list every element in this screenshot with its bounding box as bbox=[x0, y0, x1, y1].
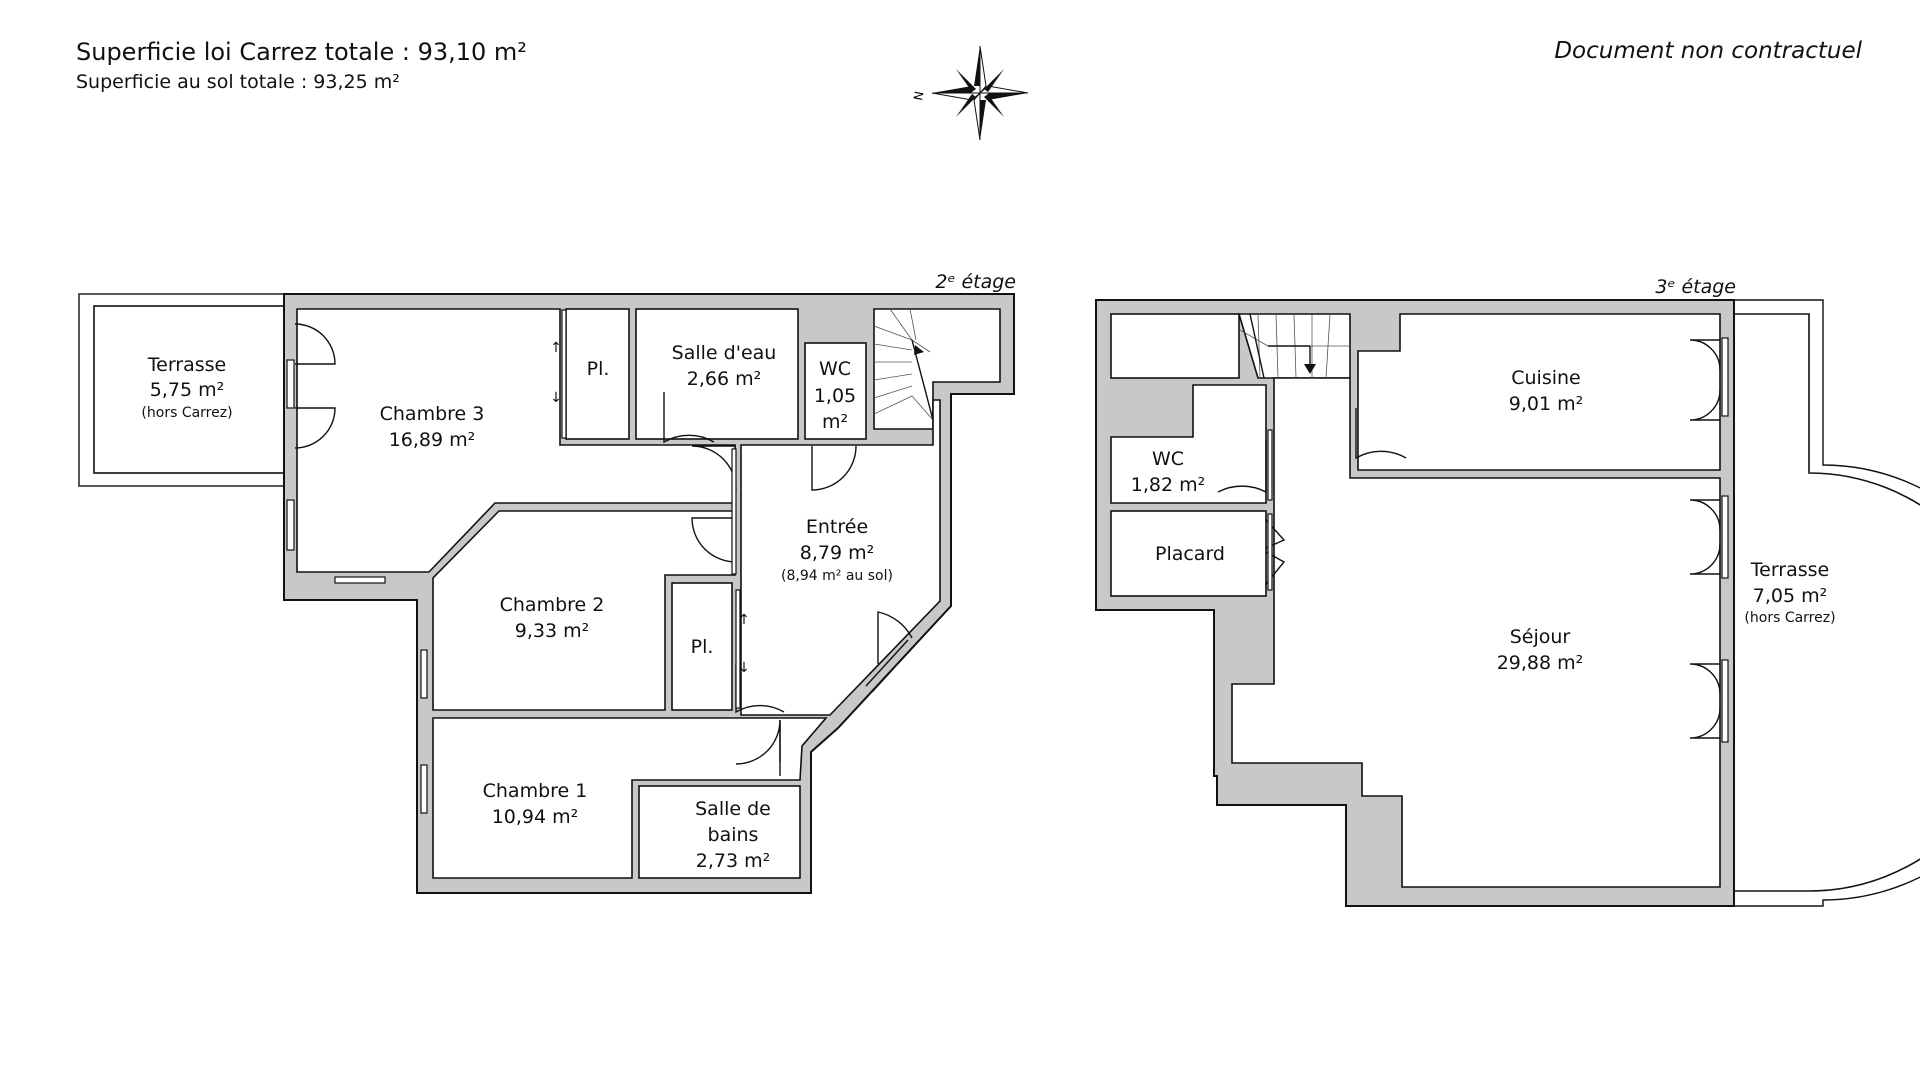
wc-2-name: WC bbox=[819, 358, 851, 380]
chambre-2-name: Chambre 2 bbox=[500, 594, 605, 616]
compass-rose-icon: N bbox=[911, 45, 1029, 141]
sejour-name: Séjour bbox=[1510, 626, 1571, 648]
arrow-icon: ↓ bbox=[550, 390, 562, 406]
compass-north-label: N bbox=[911, 90, 926, 101]
floor-2-label: 2ᵉ étage bbox=[935, 271, 1016, 293]
terrace-3-room bbox=[1733, 313, 1920, 892]
stair-landing-room bbox=[1110, 313, 1240, 379]
arrow-icon: ↓ bbox=[738, 660, 750, 676]
salle-eau-name: Salle d'eau bbox=[672, 342, 777, 364]
wc-3-room bbox=[1110, 384, 1267, 504]
salle-eau-area: 2,66 m² bbox=[687, 368, 761, 390]
arrow-icon: ↑ bbox=[738, 612, 750, 628]
salle-eau-room bbox=[635, 308, 799, 440]
terrace-2-room bbox=[93, 305, 285, 474]
chambre-3-area: 16,89 m² bbox=[389, 429, 476, 451]
total-carrez-area: Superficie loi Carrez totale : 93,10 m² bbox=[76, 38, 527, 66]
chambre-1-name: Chambre 1 bbox=[483, 780, 588, 802]
floor-3-label: 3ᵉ étage bbox=[1655, 276, 1736, 298]
chambre-2-area: 9,33 m² bbox=[515, 620, 589, 642]
placard-3-room bbox=[1110, 510, 1267, 597]
placard-2b-room bbox=[671, 582, 733, 711]
terrace-2-area: 5,75 m² bbox=[150, 379, 224, 401]
terrace-2-name: Terrasse bbox=[147, 354, 227, 376]
placard-3-name: Placard bbox=[1155, 543, 1225, 565]
windows-floor-3 bbox=[1267, 337, 1729, 743]
staircase-icon bbox=[1239, 313, 1350, 379]
chambre-1-room bbox=[432, 717, 828, 879]
floor-3-plan: 3ᵉ étage Cuisine 9,01 m² WC 1,82 m² Plac… bbox=[1095, 276, 1920, 907]
disclaimer-text: Document non contractuel bbox=[1554, 38, 1862, 64]
entree-name: Entrée bbox=[806, 516, 868, 538]
salle-bains-name-line1: Salle de bbox=[695, 798, 771, 820]
placard-2b-name: Pl. bbox=[691, 636, 714, 658]
arrow-icon: ↑ bbox=[550, 340, 562, 356]
sejour-room bbox=[1231, 377, 1721, 888]
wc-3-name: WC bbox=[1152, 448, 1184, 470]
terrace-2-note: (hors Carrez) bbox=[141, 405, 232, 421]
entree-room bbox=[740, 399, 941, 716]
terrace-3-note: (hors Carrez) bbox=[1744, 610, 1835, 626]
cuisine-name: Cuisine bbox=[1511, 367, 1581, 389]
terrace-3-area: 7,05 m² bbox=[1753, 585, 1827, 607]
cuisine-area: 9,01 m² bbox=[1509, 393, 1583, 415]
placard-2a-name: Pl. bbox=[587, 358, 610, 380]
salle-bains-room bbox=[638, 785, 801, 879]
windows-floor-2 bbox=[286, 309, 915, 814]
floor-2-plan: ↑ ↓ ↑ ↓ 2ᵉ étage Terrasse 5,75 m² (hors … bbox=[78, 271, 1016, 894]
salle-bains-area: 2,73 m² bbox=[696, 850, 770, 872]
terrace-3-name: Terrasse bbox=[1750, 559, 1830, 581]
wc-2-room bbox=[804, 342, 867, 440]
cuisine-room bbox=[1357, 313, 1721, 471]
chambre-1-area: 10,94 m² bbox=[492, 806, 579, 828]
door-swings-floor-3 bbox=[1217, 339, 1721, 739]
wc-2-area-line1: 1,05 bbox=[814, 385, 856, 407]
wc-3-area: 1,82 m² bbox=[1131, 474, 1205, 496]
sejour-area: 29,88 m² bbox=[1497, 652, 1584, 674]
chambre-3-name: Chambre 3 bbox=[380, 403, 485, 425]
staircase-icon bbox=[873, 308, 934, 421]
entree-note: (8,94 m² au sol) bbox=[781, 568, 893, 584]
entree-area: 8,79 m² bbox=[800, 542, 874, 564]
total-floor-area: Superficie au sol totale : 93,25 m² bbox=[76, 71, 400, 93]
wc-2-area-line2: m² bbox=[822, 411, 848, 433]
salle-bains-name-line2: bains bbox=[708, 824, 759, 846]
